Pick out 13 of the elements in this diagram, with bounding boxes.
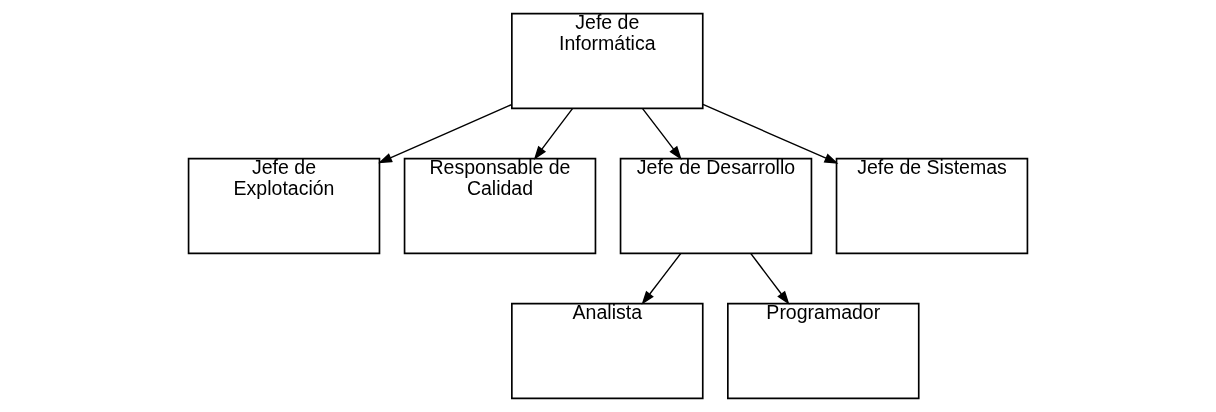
node-box: Jefe de Desarrollo <box>619 157 813 255</box>
arrow <box>750 252 790 305</box>
arrow <box>533 107 574 160</box>
node-box: Jefe de Explotación <box>187 157 381 255</box>
node-box: Jefe de Informática <box>511 12 704 110</box>
arrow <box>378 103 513 164</box>
arrow <box>702 103 839 164</box>
arrow <box>641 252 682 305</box>
node-box: Programador <box>727 302 920 400</box>
node-box: Responsable de Calidad <box>403 157 597 255</box>
node-box: Jefe de Sistemas <box>835 157 1029 255</box>
arrow <box>641 107 682 160</box>
node-box: Analista <box>511 302 704 400</box>
